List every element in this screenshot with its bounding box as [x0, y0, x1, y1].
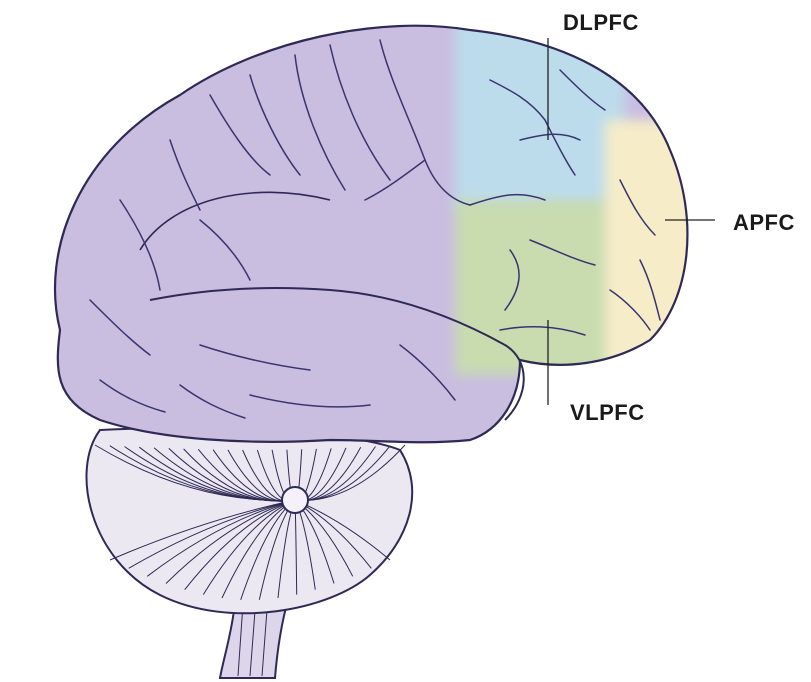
- vlpfc-label: VLPFC: [570, 400, 645, 426]
- cerebellum: [87, 428, 413, 613]
- pons: [282, 487, 308, 513]
- vlpfc-region: [455, 200, 625, 375]
- apfc-region: [605, 120, 715, 380]
- dlpfc-label: DLPFC: [563, 10, 639, 36]
- apfc-label: APFC: [733, 210, 795, 236]
